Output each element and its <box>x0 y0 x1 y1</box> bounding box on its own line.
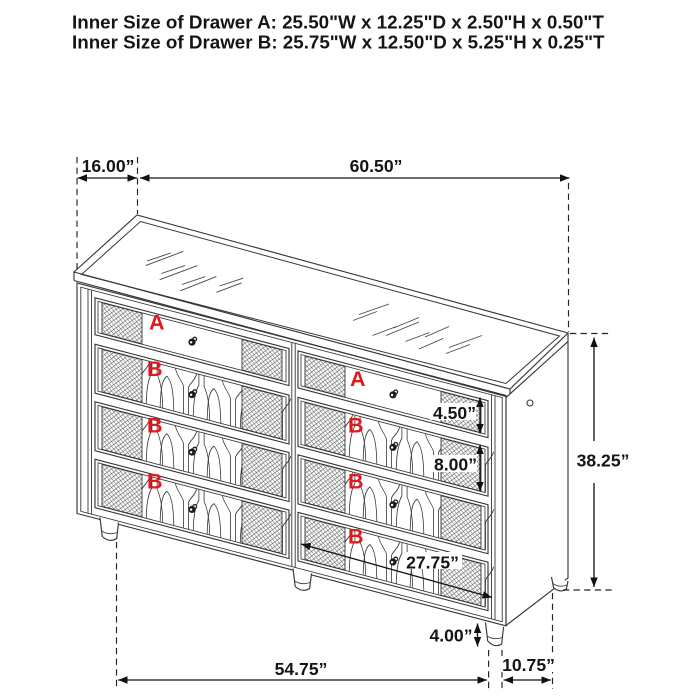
svg-text:B: B <box>348 470 364 494</box>
svg-text:Inner Size of Drawer A: 25.50": Inner Size of Drawer A: 25.50"W x 12.25"… <box>72 12 604 33</box>
svg-text:27.75”: 27.75” <box>406 553 459 573</box>
svg-text:B: B <box>147 470 163 494</box>
svg-text:16.00”: 16.00” <box>82 156 135 176</box>
svg-text:Inner Size of Drawer B: 25.75": Inner Size of Drawer B: 25.75"W x 12.50"… <box>72 32 605 53</box>
svg-text:A: A <box>149 311 165 335</box>
svg-text:60.50”: 60.50” <box>350 156 403 176</box>
svg-text:10.75”: 10.75” <box>502 655 555 675</box>
svg-text:B: B <box>348 414 364 438</box>
svg-text:8.00”: 8.00” <box>434 455 477 475</box>
svg-text:B: B <box>147 414 163 438</box>
svg-text:B: B <box>348 525 364 549</box>
svg-text:A: A <box>350 367 366 391</box>
svg-text:54.75”: 54.75” <box>275 659 328 679</box>
svg-text:B: B <box>147 357 163 381</box>
svg-text:4.50”: 4.50” <box>433 403 476 423</box>
svg-text:38.25”: 38.25” <box>577 451 630 471</box>
svg-text:4.00”: 4.00” <box>429 626 472 646</box>
